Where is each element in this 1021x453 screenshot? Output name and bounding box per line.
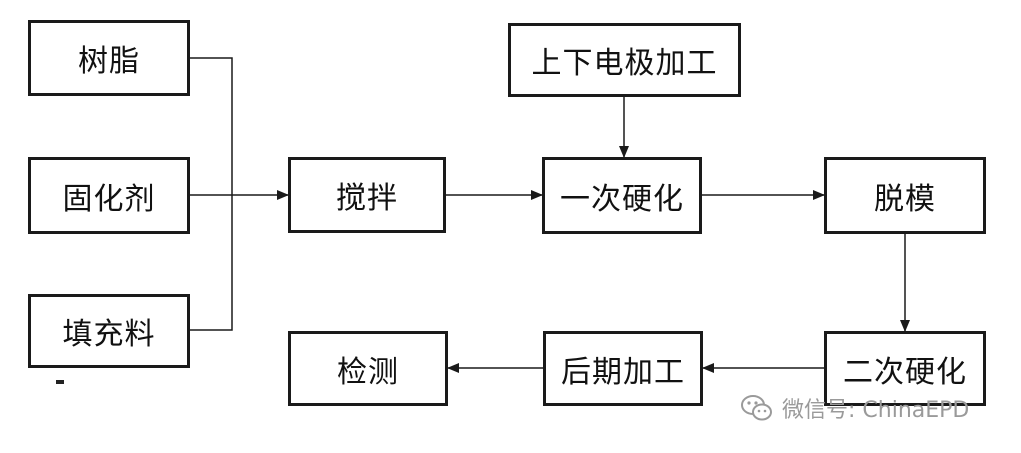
stray-mark bbox=[56, 380, 64, 384]
wechat-icon bbox=[741, 395, 772, 421]
watermark-text: 微信号: ChinaEPD bbox=[782, 398, 970, 423]
node-secondary-curing: 二次硬化 bbox=[824, 331, 986, 406]
node-stirring: 搅拌 bbox=[288, 157, 446, 233]
node-curing-agent: 固化剂 bbox=[28, 157, 190, 234]
node-filler: 填充料 bbox=[28, 294, 190, 368]
connector-resin bbox=[190, 57, 233, 331]
node-resin: 树脂 bbox=[28, 20, 190, 96]
node-post-processing: 后期加工 bbox=[543, 331, 703, 406]
node-electrode-processing: 上下电极加工 bbox=[508, 23, 741, 97]
watermark: 微信号: ChinaEPD bbox=[740, 388, 1010, 428]
node-primary-curing: 一次硬化 bbox=[542, 157, 702, 234]
node-inspection: 检测 bbox=[288, 331, 448, 406]
node-demolding: 脱模 bbox=[824, 157, 986, 234]
